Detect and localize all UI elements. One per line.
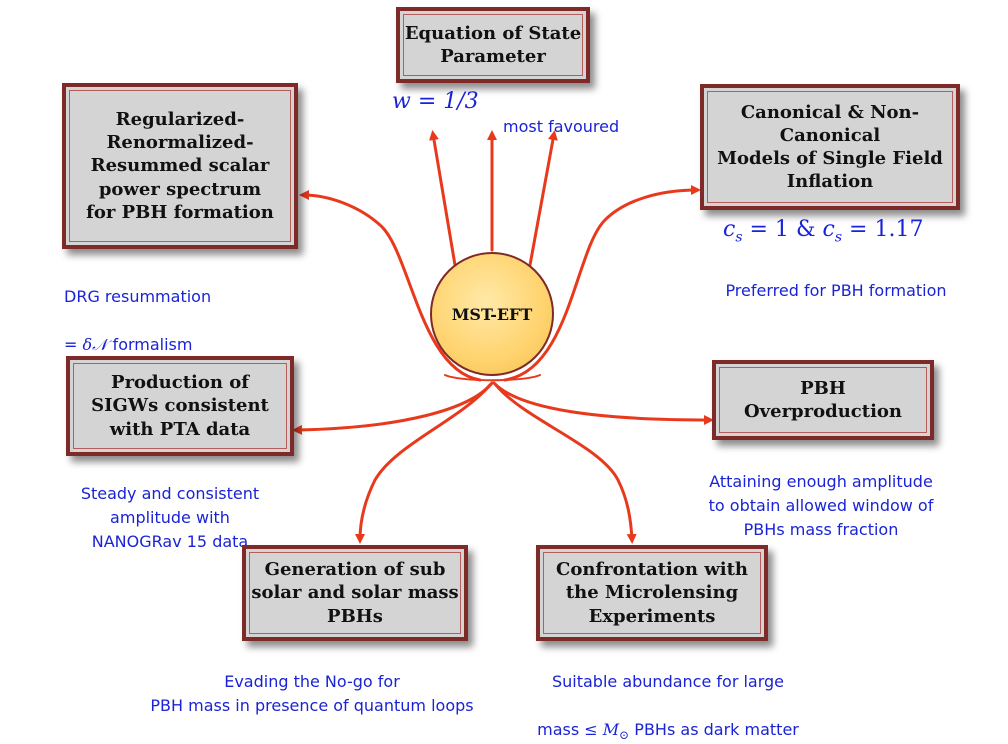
arrow-to-microlensing [494, 383, 637, 544]
node-microlensing-title: Confrontation with the Microlensing Expe… [556, 559, 748, 627]
center-label: MST-EFT [451, 304, 533, 324]
node-canonical-title: Canonical & Non- Canonical Models of Sin… [717, 101, 943, 193]
node-equation-of-state: Equation of State Parameter [396, 7, 590, 83]
node-equation-of-state-title: Equation of State Parameter [404, 22, 582, 67]
arrow-to-regularized [299, 190, 482, 382]
arrow-to-overproduction [492, 381, 714, 425]
overproduction-note: Attaining enough amplitude to obtain all… [708, 472, 934, 539]
sigw-note: Steady and consistent amplitude with NAN… [80, 484, 260, 551]
node-subsolar-title: Generation of sub solar and solar mass P… [251, 559, 459, 627]
node-overproduction-title: PBH Overproduction [743, 377, 903, 422]
subsolar-note: Evading the No-go for PBH mass in presen… [150, 672, 474, 715]
arrow-to-eos-left [429, 130, 457, 267]
node-pbh-overproduction: PBH Overproduction [712, 360, 934, 440]
arrow-to-canonical [503, 185, 701, 382]
node-sigw-title: Production of SIGWs consistent with PTA … [91, 372, 269, 440]
eos-note: most favoured [503, 117, 620, 136]
eos-value: w = 1/3 [392, 89, 479, 114]
cs-note: Preferred for PBH formation [725, 281, 947, 300]
node-microlensing: Confrontation with the Microlensing Expe… [536, 545, 768, 641]
node-sub-solar-pbhs: Generation of sub solar and solar mass P… [242, 545, 468, 641]
node-canonical-models: Canonical & Non- Canonical Models of Sin… [700, 84, 960, 210]
node-regularized-title: Regularized- Renormalized- Resummed scal… [86, 109, 274, 223]
drg-note: DRG resummation = δ𝒩 formalism [64, 287, 212, 354]
node-sigw-production: Production of SIGWs consistent with PTA … [66, 356, 294, 456]
connector-arrows [292, 130, 714, 544]
node-regularized-power-spectrum: Regularized- Renormalized- Resummed scal… [62, 83, 298, 249]
arrow-to-subsolar [355, 383, 492, 544]
arrow-to-eos-right [528, 130, 558, 267]
microlensing-note: Suitable abundance for large mass ≤ M⊙ P… [537, 672, 799, 743]
arrow-to-sigw [292, 381, 494, 435]
center-node-mst-eft: MST-EFT [430, 252, 554, 376]
cs-equation: cs = 1 & cs = 1.17 [723, 217, 924, 246]
